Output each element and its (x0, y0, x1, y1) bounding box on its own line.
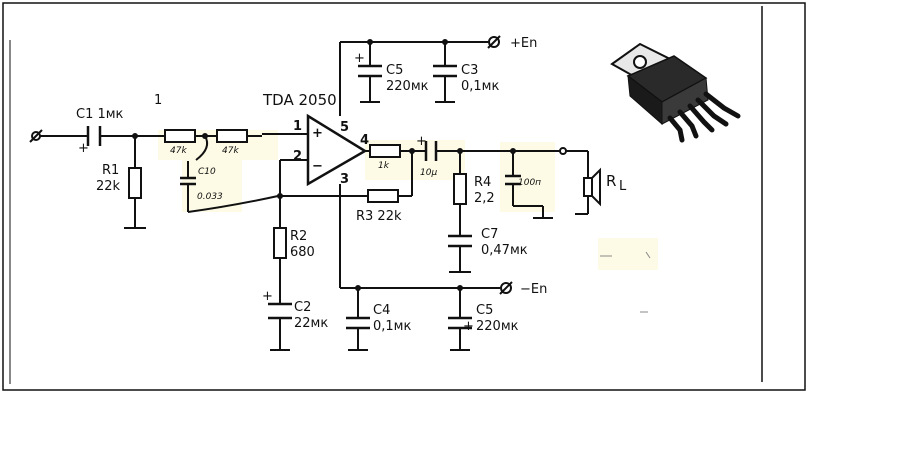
r-in-a-label: 47k (170, 146, 187, 156)
c7-name-label: C7 (481, 227, 498, 242)
output-terminal (559, 147, 567, 155)
c-out-label: 10μ (420, 168, 437, 178)
c4-name-label: C4 (373, 303, 390, 318)
resistor-r1 (128, 167, 142, 199)
c5-top-value-label: 220мк (386, 79, 429, 94)
stray-mark-label: 1 (154, 93, 162, 108)
resistor-r4 (453, 173, 467, 205)
c5-bot-value-label: 220мк (476, 319, 519, 334)
resistor-in-a (164, 129, 196, 143)
resistor-r2 (273, 227, 287, 259)
stray-marks (600, 251, 651, 313)
c2-plus-label: + (262, 289, 273, 304)
c-out-plus-label: + (416, 134, 427, 149)
r3-label: R3 22k (356, 209, 402, 224)
load-sub-label: L (619, 179, 627, 194)
pin-5-label: 5 (340, 120, 349, 135)
r-out-label: 1k (378, 161, 390, 171)
pin-3-label: 3 (340, 172, 349, 187)
speaker-icon (583, 167, 601, 207)
r1-value-label: 22k (96, 179, 121, 194)
pin-4-label: 4 (360, 133, 369, 148)
chip-package-icon (610, 42, 741, 143)
c10-value-label: 0.033 (197, 192, 223, 202)
junction-dots (132, 39, 516, 291)
opamp-plus-label: + (312, 126, 323, 141)
pin-2-label: 2 (293, 149, 302, 164)
c10-name-label: C10 (198, 167, 216, 177)
neg-supply-label: −En (520, 282, 547, 297)
load-label: R (606, 172, 616, 190)
c5-bot-name-label: C5 (476, 303, 493, 318)
r1-name-label: R1 (102, 163, 119, 178)
capacitors (86, 64, 521, 330)
c1-label: C1 1мк (76, 107, 124, 122)
r4-value-label: 2,2 (474, 191, 495, 206)
r2-value-label: 680 (290, 245, 315, 260)
c5-bot-plus-label: + (463, 319, 474, 334)
resistor-out (369, 144, 401, 158)
pos-supply-label: +En (510, 36, 537, 51)
c-load-label: 100п (518, 178, 541, 188)
chip-name-label: TDA 2050 (262, 91, 337, 109)
r2-name-label: R2 (290, 229, 307, 244)
c7-value-label: 0,47мк (481, 243, 528, 258)
c2-value-label: 22мк (294, 316, 328, 331)
c5-top-plus-label: + (354, 51, 365, 66)
opamp-minus-label: − (312, 159, 323, 174)
resistors (128, 129, 467, 259)
c5-top-name-label: C5 (386, 63, 403, 78)
pin-1-label: 1 (293, 119, 302, 134)
r4-name-label: R4 (474, 175, 491, 190)
c4-value-label: 0,1мк (373, 319, 411, 334)
resistor-r3 (367, 189, 399, 203)
opamp-symbol (306, 113, 368, 187)
terminals (29, 35, 567, 295)
r-in-b-label: 47k (222, 146, 239, 156)
c2-name-label: C2 (294, 300, 311, 315)
c3-value-label: 0,1мк (461, 79, 499, 94)
c1-plus-label: + (78, 141, 89, 156)
c3-name-label: C3 (461, 63, 478, 78)
resistor-in-b (216, 129, 248, 143)
